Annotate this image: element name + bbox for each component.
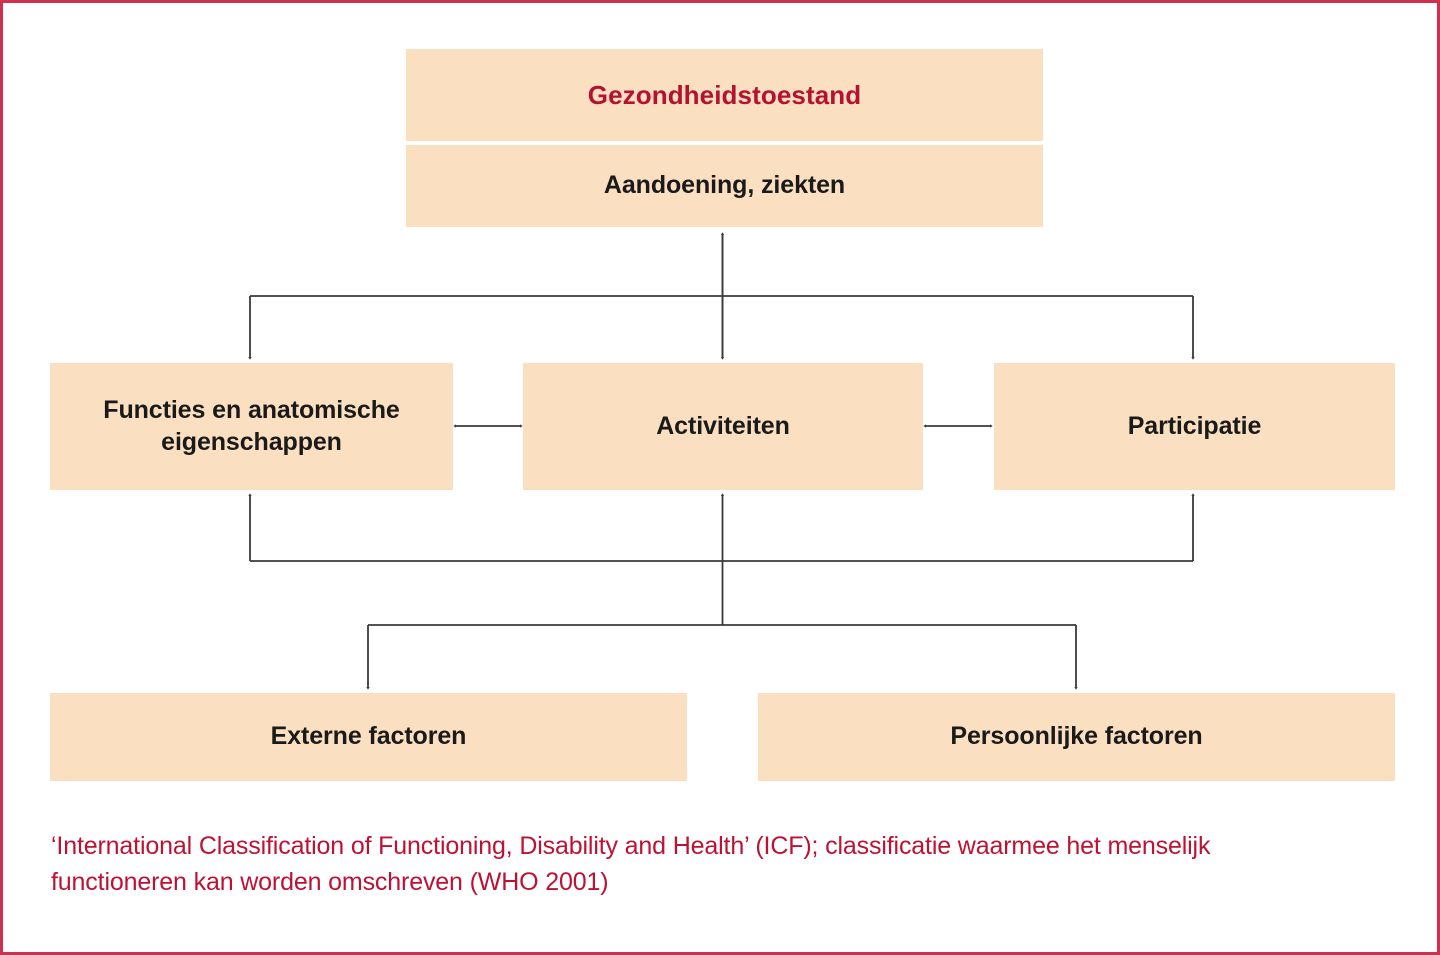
icf-diagram: Gezondheidstoestand Aandoening, ziekten … xyxy=(3,3,1437,952)
node-personal-factors: Persoonlijke factoren xyxy=(758,693,1395,781)
health-condition-title: Gezondheidstoestand xyxy=(406,49,1043,141)
node-activities: Activiteiten xyxy=(523,363,923,490)
node-functions-and-structures: Functies en anatomische eigenschappen xyxy=(50,363,453,490)
health-condition-divider xyxy=(406,141,1043,145)
health-condition-box: Gezondheidstoestand Aandoening, ziekten xyxy=(406,49,1043,227)
node-participation: Participatie xyxy=(994,363,1395,490)
figure-caption: ‘International Classification of Functio… xyxy=(51,832,1211,896)
health-condition-subtitle: Aandoening, ziekten xyxy=(406,145,1043,227)
node-external-factors: Externe factoren xyxy=(50,693,687,781)
